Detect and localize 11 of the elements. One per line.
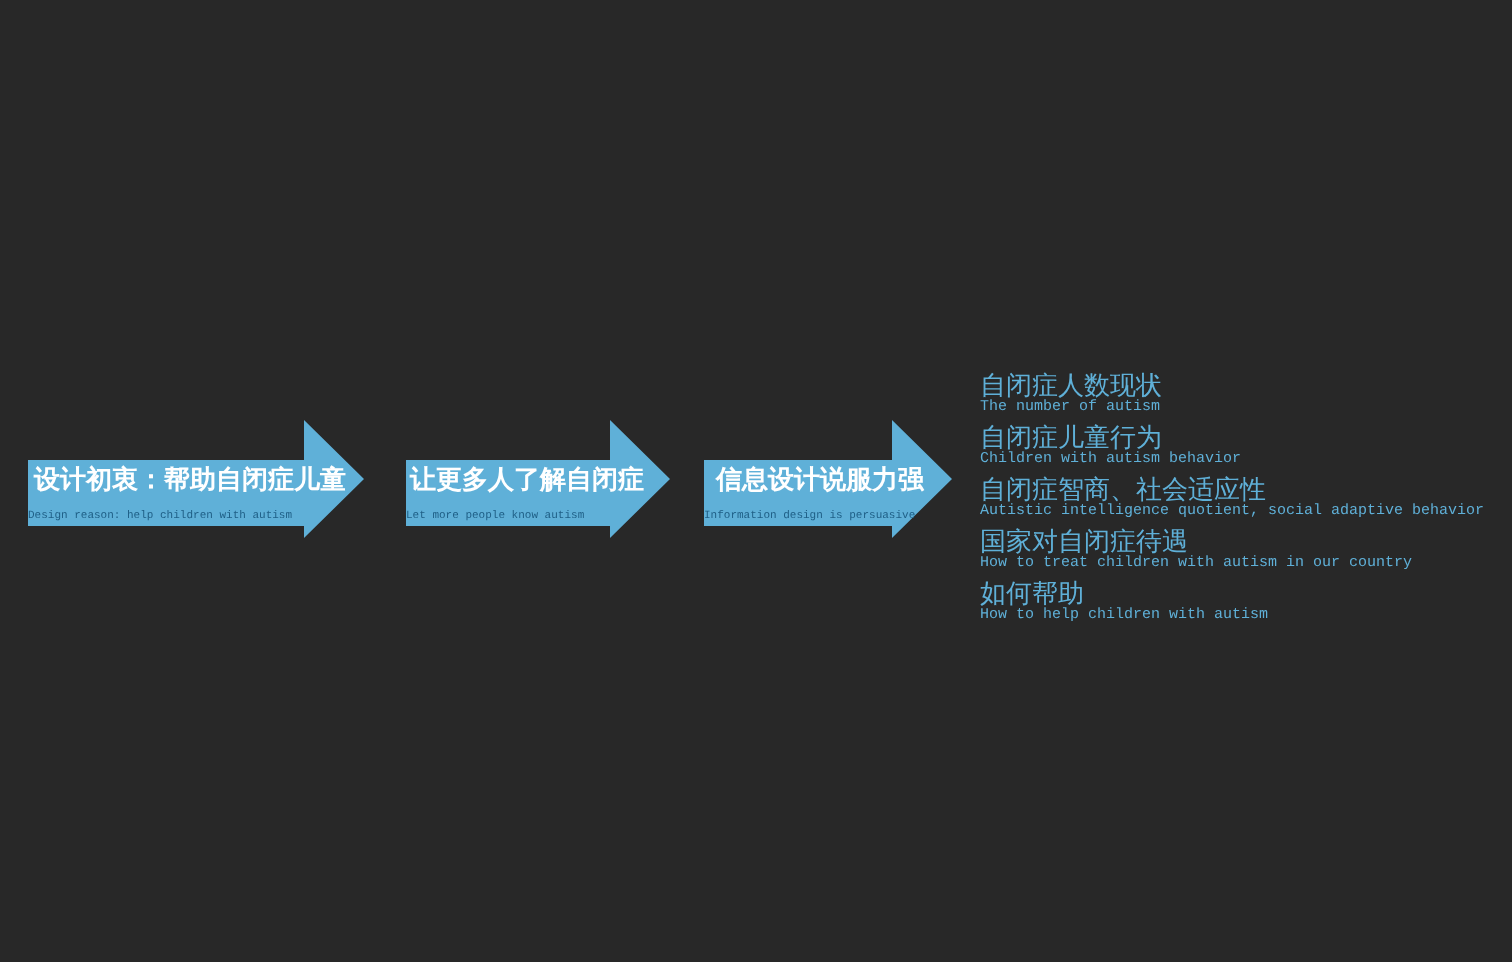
list-heading: 自闭症儿童行为 (980, 424, 1162, 454)
list-heading: 自闭症智商、社会适应性 (980, 476, 1266, 506)
arrow-shape (28, 420, 364, 538)
list-heading: 如何帮助 (980, 580, 1084, 610)
arrow-shape (704, 420, 952, 538)
list-heading: 自闭症人数现状 (980, 372, 1162, 402)
list-heading: 国家对自闭症待遇 (980, 528, 1188, 558)
arrow-title: 设计初衷：帮助自闭症儿童 (34, 466, 346, 498)
arrow-shape (406, 420, 670, 538)
arrow-title: 信息设计说服力强 (716, 466, 924, 498)
arrow-title: 让更多人了解自闭症 (410, 466, 644, 498)
